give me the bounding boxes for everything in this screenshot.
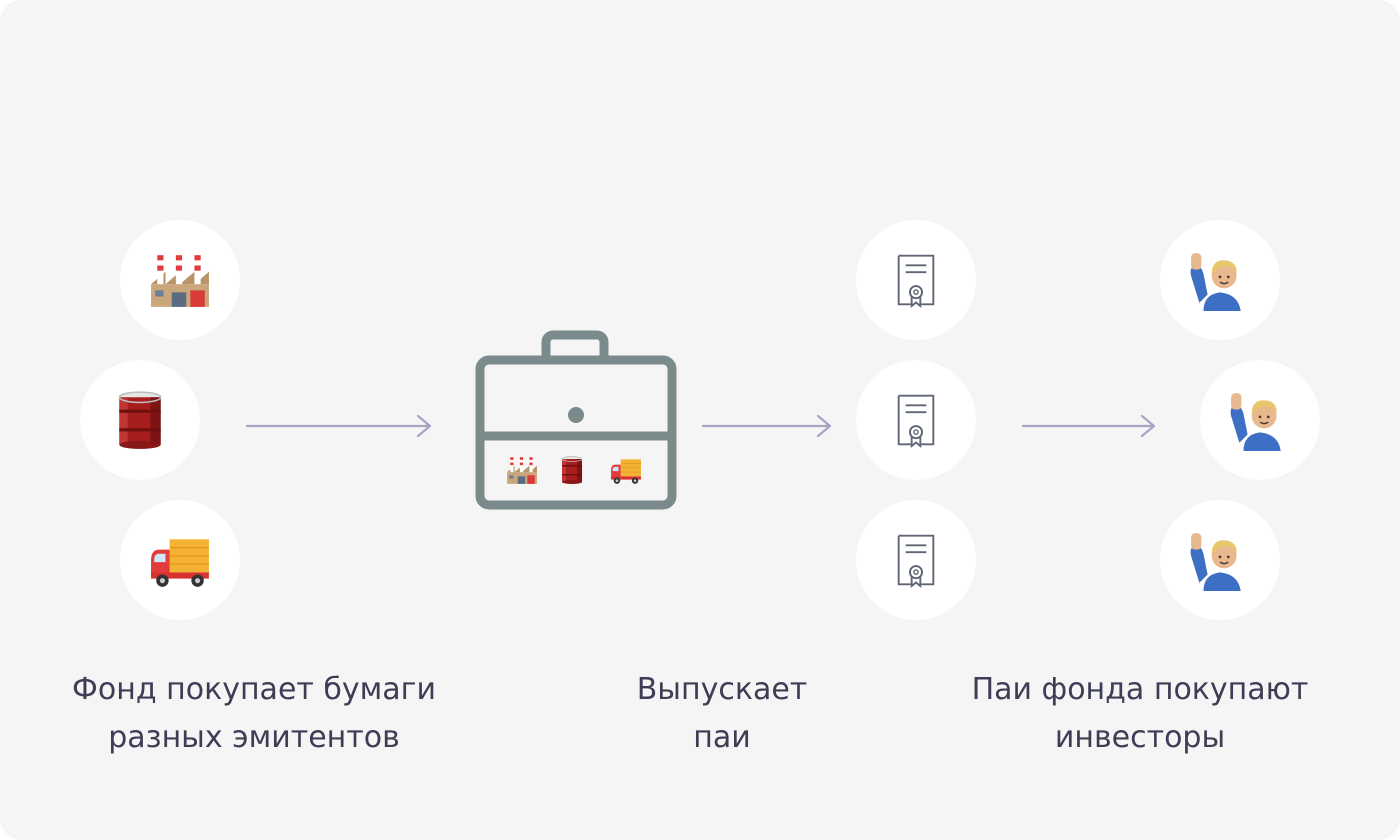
arrow-to-investors	[1022, 410, 1164, 442]
portfolio-factory-icon	[507, 457, 537, 484]
portfolio-barrel-icon	[562, 457, 582, 485]
arrow-to-portfolio	[246, 410, 440, 442]
factory-icon	[120, 220, 240, 340]
oil-barrel-icon	[80, 360, 200, 480]
caption-line: Выпускает	[636, 672, 808, 707]
caption-line: инвесторы	[1054, 720, 1226, 755]
certificate-icon	[856, 360, 976, 480]
caption-line: Паи фонда покупают	[971, 672, 1309, 707]
certificate-icon	[856, 220, 976, 340]
raised-hand-person-icon	[1200, 360, 1320, 480]
raised-hand-person-icon	[1160, 500, 1280, 620]
caption-buys-securities: Фонд покупает бумаги разных эмитентов	[54, 666, 454, 762]
briefcase-icon	[475, 330, 677, 510]
raised-hand-person-icon	[1160, 220, 1280, 340]
certificate-icon	[856, 500, 976, 620]
arrow-to-shares	[702, 410, 840, 442]
caption-line: Фонд покупает бумаги	[72, 672, 436, 707]
caption-line: разных эмитентов	[108, 720, 400, 755]
caption-issues-shares: Выпускает паи	[572, 666, 872, 762]
caption-line: паи	[693, 720, 751, 755]
caption-investors-buy: Паи фонда покупают инвесторы	[940, 666, 1340, 762]
delivery-truck-icon	[120, 500, 240, 620]
